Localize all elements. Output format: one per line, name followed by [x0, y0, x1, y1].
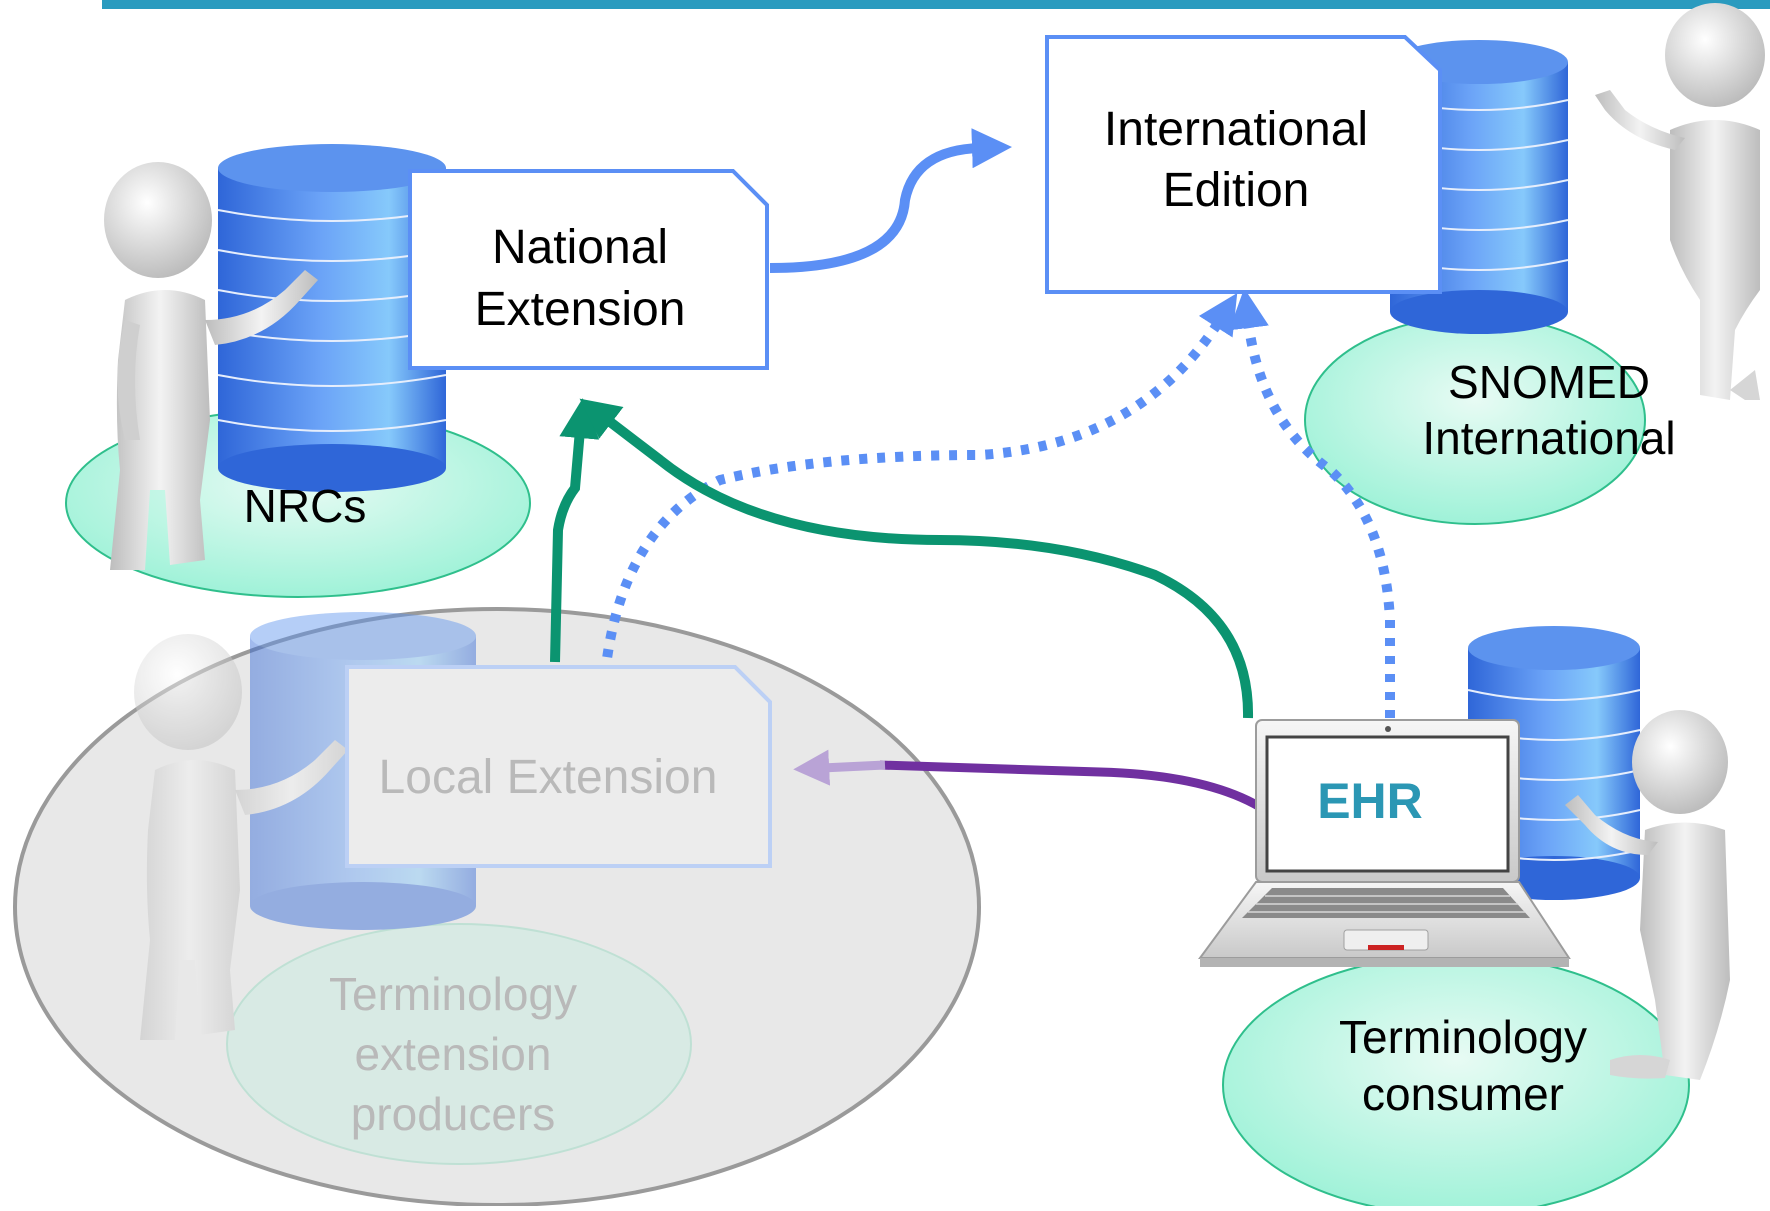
terminology-extension-producers-line3: producers [351, 1088, 556, 1140]
document-icon [345, 665, 772, 868]
international-edition-line2: Edition [1163, 164, 1310, 217]
national-extension-line1: National [492, 221, 668, 274]
laptop-icon [1198, 719, 1571, 967]
terminology-consumer-label-line2: consumer [1362, 1068, 1564, 1120]
arrow-local-to-national [550, 398, 600, 663]
ehr-label: EHR [1317, 773, 1423, 829]
person-figure-icon [134, 634, 348, 1040]
arrow-ehr-to-national [579, 398, 1254, 719]
terminology-consumer-label-line1: Terminology [1339, 1011, 1587, 1063]
snomed-international-label-line2: International [1422, 412, 1675, 464]
document-icon [1045, 35, 1442, 294]
nrcs-label: NRCs [244, 480, 367, 532]
top-rule [102, 0, 1770, 9]
snomed-international-label-line1: SNOMED [1448, 356, 1650, 408]
terminology-consumer-group: Terminology consumer [1222, 626, 1730, 1211]
national-extension-line2: Extension [475, 283, 686, 336]
laptop-screen [1265, 735, 1510, 873]
local-extension-label: Local Extension [379, 751, 718, 804]
arrow-local-to-international-dotted [600, 293, 1238, 676]
local-extension-document: Local Extension [345, 665, 772, 868]
arrow-ehr-to-local [879, 760, 1268, 814]
arrow-ehr-to-local-head [793, 749, 886, 786]
person-figure-icon [104, 162, 318, 570]
terminology-extension-producers-line2: extension [355, 1028, 552, 1080]
person-figure-icon [1595, 3, 1765, 400]
international-edition-line1: International [1104, 103, 1368, 156]
arrow-ehr-to-international-dotted [1229, 288, 1395, 718]
terminology-extension-producers-ellipse [226, 923, 692, 1165]
international-edition-document: International Edition [1045, 35, 1442, 294]
arrow-national-to-international [769, 128, 1012, 273]
person-figure-icon [1565, 710, 1730, 1080]
terminology-extension-producers-line1: Terminology [329, 968, 577, 1020]
national-extension-document: National Extension [408, 169, 769, 370]
document-icon [408, 169, 769, 370]
